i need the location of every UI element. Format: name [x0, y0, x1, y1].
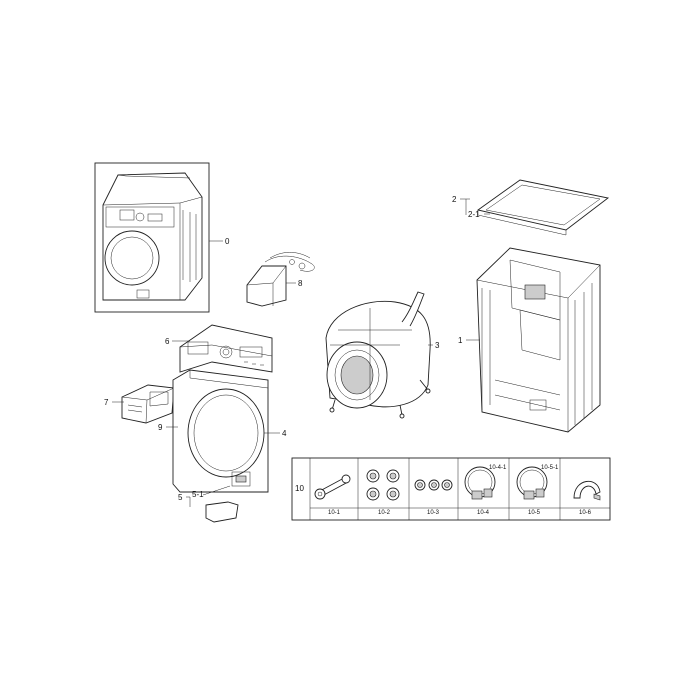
- callout-1: 1: [458, 336, 463, 345]
- callout-0: 0: [225, 237, 230, 246]
- callout-3: 3: [435, 341, 440, 350]
- accessory-caption-10-3: 10-3: [426, 510, 439, 516]
- accessory-caption-10-2: 10-2: [377, 510, 390, 516]
- callout-7: 7: [104, 398, 109, 407]
- front-cabinet: [172, 369, 269, 493]
- pcb-assembly: [246, 252, 315, 307]
- water-hose-icon: [464, 466, 496, 500]
- cap-set-small-icon: [414, 479, 453, 491]
- water-hose-2-icon: [516, 466, 548, 500]
- callout-6: 6: [165, 337, 170, 346]
- accessories-table: [291, 457, 611, 521]
- callout-10-4-1: 10-4-1: [489, 465, 507, 471]
- callout-9: 9: [158, 423, 163, 432]
- detergent-drawer: [121, 384, 175, 424]
- top-cover: [476, 179, 610, 236]
- callout-10: 10: [295, 484, 304, 493]
- callout-8: 8: [298, 279, 303, 288]
- control-panel: [179, 324, 273, 373]
- assembled-washer: [94, 162, 210, 313]
- callout-2: 2: [452, 195, 457, 204]
- accessory-caption-10-6: 10-6: [578, 510, 591, 516]
- leader-lines: [112, 198, 490, 507]
- callout-10-5-1: 10-5-1: [541, 465, 559, 471]
- accessory-caption-10-5: 10-5: [527, 510, 540, 516]
- filter-cap: [205, 501, 239, 523]
- callout-5-1: 5-1: [192, 490, 204, 499]
- cabinet-frame: [476, 247, 601, 433]
- cap-set-large-icon: [366, 469, 400, 501]
- callout-4: 4: [282, 429, 287, 438]
- tub-assembly: [325, 291, 431, 419]
- accessory-caption-10-1: 10-1: [327, 510, 340, 516]
- accessory-caption-10-4: 10-4: [476, 510, 489, 516]
- hose-guide-icon: [573, 481, 601, 501]
- callout-2-1: 2-1: [468, 210, 480, 219]
- spanner-wrench-icon: [314, 474, 351, 500]
- callout-5: 5: [178, 493, 183, 502]
